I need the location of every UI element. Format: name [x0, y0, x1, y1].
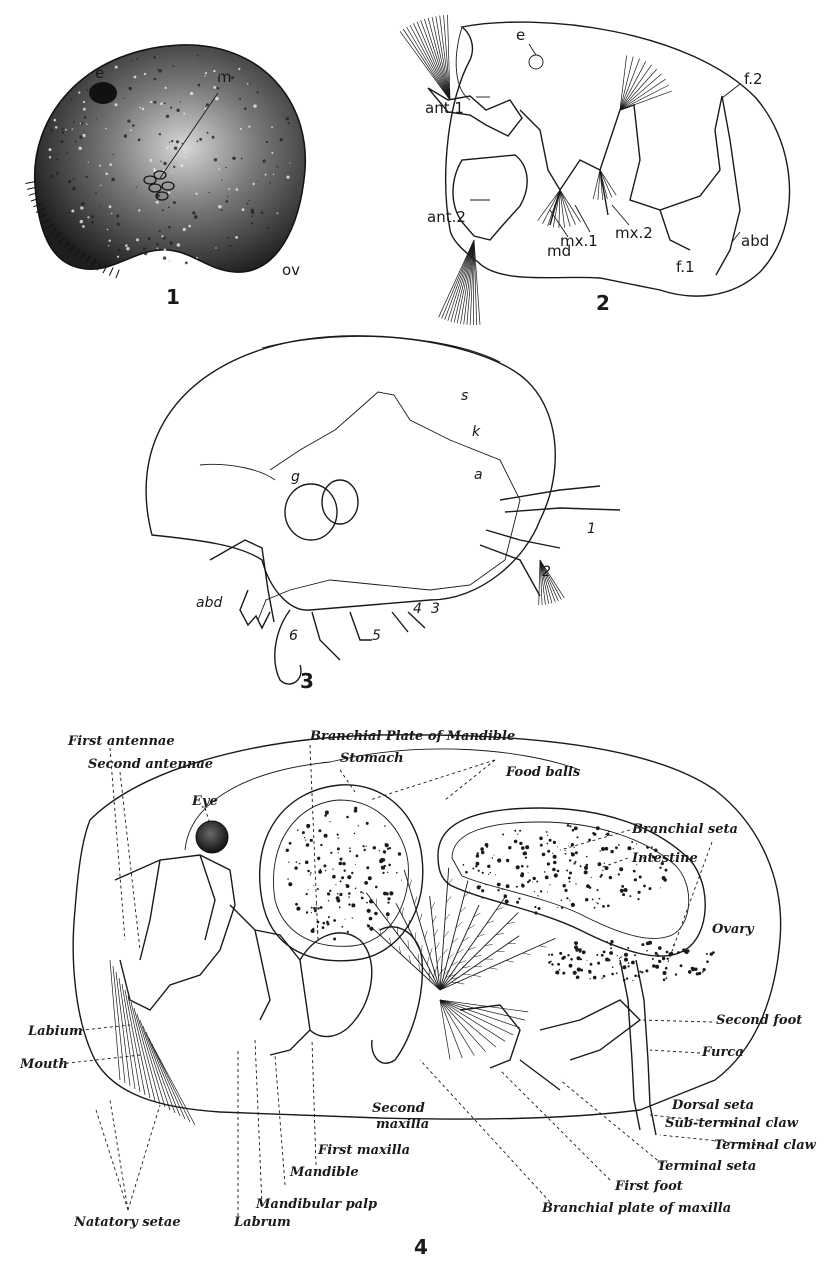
fig1-label-m: m — [217, 68, 232, 86]
fig4-label-ovary: Ovary — [712, 922, 755, 937]
fig2-antenna-setae — [400, 15, 450, 100]
fig3-label-3: 3 — [431, 601, 440, 617]
fig4-label-intestine: Intestine — [631, 851, 698, 866]
fig2-label-mx1: mx.1 — [560, 232, 598, 250]
fig2-label-f2: f.2 — [744, 70, 763, 88]
fig4-branchial-setae — [366, 868, 555, 1060]
figure-2: e ant.1 ant.2 md mx.1 mx.2 f.1 f.2 abd 2 — [400, 15, 790, 325]
fig2-second-antenna — [453, 155, 527, 240]
fig3-gonad-g1 — [285, 484, 337, 540]
fig4-label-branchial-plate-mandible: Branchial Plate of Mandible — [309, 729, 515, 744]
fig4-label-branchial-seta: Branchial seta — [631, 822, 738, 837]
fig3-label-abd: abd — [196, 595, 222, 611]
fig2-label-ant1: ant.1 — [425, 99, 464, 117]
fig2-antenna2-setae — [439, 240, 480, 325]
fig1-shell — [35, 45, 306, 272]
fig2-carapace-outline — [446, 22, 790, 296]
fig4-head-limbs — [115, 855, 310, 1055]
fig4-label-terminal-claw: Terminal claw — [714, 1138, 817, 1153]
fig3-label-5: 5 — [372, 628, 381, 644]
fig4-natatory-setae — [110, 960, 195, 1125]
fig4-carapace-outline — [73, 735, 780, 1119]
fig4-eye — [196, 821, 228, 853]
fig4-label-eye: Eye — [191, 794, 218, 809]
fig3-label-1: 1 — [587, 521, 596, 537]
fig4-number: 4 — [414, 1235, 428, 1259]
fig4-label-food-balls: Food balls — [505, 765, 581, 780]
fig4-maxilla — [372, 927, 423, 1063]
fig3-label-4: 4 — [413, 601, 422, 617]
fig2-label-ant2: ant.2 — [427, 208, 466, 226]
fig2-label-e: e — [516, 26, 525, 44]
fig2-label-f1: f.1 — [676, 258, 695, 276]
fig2-number: 2 — [596, 291, 610, 315]
fig3-carapace-outline — [146, 336, 555, 610]
fig2-eye — [529, 55, 543, 69]
fig4-label-mandible: Mandible — [289, 1165, 359, 1180]
figure-3: s k a g abd 1 2 3 4 5 6 3 — [146, 336, 620, 693]
fig4-label-first-maxilla: First maxilla — [317, 1143, 410, 1158]
fig4-label-terminal-seta: Terminal seta — [657, 1159, 756, 1174]
fig1-label-ov: ov — [282, 261, 300, 279]
fig2-limb-setae — [538, 55, 672, 228]
fig4-label-first-antennae: First antennae — [67, 734, 175, 749]
fig3-label-2: 2 — [542, 564, 551, 580]
fig4-label-first-foot: First foot — [614, 1179, 683, 1194]
fig3-abdomen — [240, 590, 270, 628]
fig4-label-stomach: Stomach — [340, 751, 404, 766]
fig4-label-sub-terminal-claw: Sub-terminal claw — [665, 1116, 799, 1131]
fig4-furca — [620, 960, 656, 1135]
fig3-label-g: g — [291, 469, 300, 485]
fig2-label-mx2: mx.2 — [615, 224, 653, 242]
fig4-label-mouth: Mouth — [19, 1057, 68, 1072]
fig4-feet — [460, 1000, 640, 1090]
fig4-label-branchial-plate-maxilla: Branchial plate of maxilla — [541, 1201, 731, 1216]
fig2-label-abd: abd — [741, 232, 769, 250]
fig3-label-6: 6 — [289, 628, 298, 644]
fig3-legs — [275, 610, 425, 684]
fig4-stomach-food-dots — [286, 807, 402, 941]
fig3-label-k: k — [472, 424, 481, 440]
fig4-label-furca: Furca — [701, 1045, 744, 1060]
fig3-gonad-g2 — [322, 480, 358, 524]
fig4-label-second-maxilla-1: Second — [372, 1101, 425, 1116]
figure-1: e m ov 1 — [26, 45, 306, 309]
fig1-label-e: e — [95, 64, 104, 82]
fig4-label-second-antennae: Second antennae — [88, 757, 213, 772]
fig4-label-second-foot: Second foot — [716, 1013, 802, 1028]
fig1-eye-spot — [89, 82, 117, 104]
fig3-label-a: a — [474, 467, 483, 483]
fig4-label-second-maxilla-2: maxilla — [376, 1117, 429, 1132]
fig4-label-labium: Labium — [27, 1024, 83, 1039]
fig3-label-s: s — [461, 388, 468, 404]
fig4-label-natatory-setae: Natatory setae — [73, 1215, 181, 1230]
fig4-label-dorsal-seta: Dorsal seta — [671, 1098, 754, 1113]
fig4-label-labrum: Labrum — [233, 1215, 291, 1230]
fig1-number: 1 — [166, 285, 180, 309]
figure-4: Branchial Plate of Mandible Stomach Food… — [19, 729, 817, 1259]
fig4-label-mandibular-palp: Mandibular palp — [255, 1197, 377, 1212]
fig3-number: 3 — [300, 669, 314, 693]
fig4-mandible — [300, 933, 372, 1037]
